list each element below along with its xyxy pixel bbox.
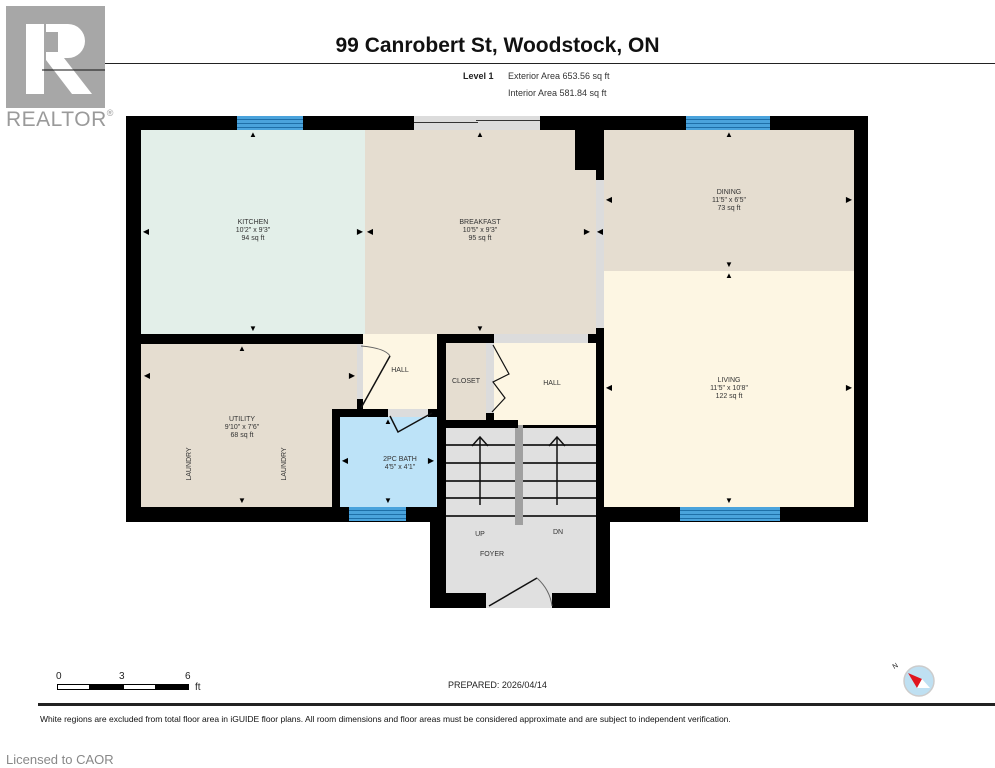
scale-segment — [156, 684, 189, 690]
dim-arrow-right-icon: ▶ — [427, 456, 435, 465]
scale-tick-6: 6 — [185, 671, 191, 682]
room-breakfast — [365, 130, 575, 334]
dim-arrow-up-icon: ▲ — [238, 344, 246, 353]
label-hall-right: HALL — [543, 380, 561, 387]
compass-icon — [903, 665, 935, 697]
dim-arrow-left-icon: ◀ — [366, 227, 374, 236]
room-hall-right — [494, 343, 596, 425]
room-living — [604, 271, 854, 507]
dim-arrow-right-icon: ▶ — [348, 371, 356, 380]
dim-arrow-left-icon: ◀ — [143, 371, 151, 380]
window-kitchen — [237, 116, 303, 130]
dim-arrow-up-icon: ▲ — [249, 130, 257, 139]
wall-bath-left — [332, 409, 340, 507]
stair-tread — [523, 497, 596, 499]
label-laundry-2: LAUNDRY — [281, 447, 288, 481]
front-door-opening — [486, 593, 552, 608]
dim-arrow-left-icon: ◀ — [596, 227, 604, 236]
window-bath — [349, 507, 406, 521]
wall-hall-closet — [437, 334, 446, 524]
wall-stub — [575, 130, 596, 170]
scale-tick-3: 3 — [119, 671, 125, 682]
dim-arrow-down-icon: ▼ — [238, 496, 246, 505]
dim-arrow-up-icon: ▲ — [725, 271, 733, 280]
scale-unit: ft — [195, 682, 201, 693]
utility-door-opening — [357, 344, 363, 399]
room-breakfast-ext — [575, 170, 596, 334]
scale-segment — [57, 684, 90, 690]
room-2pc-bath — [340, 417, 437, 507]
stair-divider — [515, 425, 523, 525]
dim-arrow-up-icon: ▲ — [476, 130, 484, 139]
hall-opening — [494, 334, 588, 343]
opening-breakfast-dining — [596, 180, 604, 328]
wall-hall-living — [596, 343, 604, 523]
dim-arrow-up-icon: ▲ — [384, 417, 392, 426]
room-closet — [446, 343, 486, 420]
dim-arrow-left-icon: ◀ — [605, 383, 613, 392]
page-title: 99 Canrobert St, Woodstock, ON — [335, 34, 660, 57]
label-laundry-1: LAUNDRY — [186, 447, 193, 481]
window-dining — [686, 116, 770, 130]
dim-arrow-down-icon: ▼ — [725, 260, 733, 269]
scale-segment — [123, 684, 156, 690]
bath-door-opening — [388, 409, 428, 417]
stair-tread — [446, 515, 515, 517]
interior-area: Interior Area 581.84 sq ft — [508, 88, 607, 98]
dim-arrow-right-icon: ▶ — [583, 227, 591, 236]
room-utility — [141, 344, 332, 507]
stair-tread — [523, 462, 596, 464]
label-closet: CLOSET — [451, 378, 480, 385]
stair-tread — [523, 480, 596, 482]
stair-tread — [523, 515, 596, 517]
dim-arrow-down-icon: ▼ — [249, 324, 257, 333]
header-rule — [105, 63, 995, 64]
sliding-door — [414, 116, 540, 130]
wall-stub-right — [588, 334, 604, 343]
realtor-wordmark: REALTOR® — [6, 108, 114, 131]
scale-segment — [90, 684, 123, 690]
dim-arrow-left-icon: ◀ — [341, 456, 349, 465]
dim-arrow-left-icon: ◀ — [605, 195, 613, 204]
label-foyer: FOYER — [479, 551, 505, 558]
label-up: UP — [475, 531, 485, 538]
level-label: Level 1 — [463, 71, 494, 81]
prepared-date: PREPARED: 2026/04/14 — [448, 680, 547, 690]
disclaimer: White regions are excluded from total fl… — [40, 714, 731, 724]
wall-bath-top — [332, 409, 388, 417]
wall-closet-top — [446, 334, 494, 343]
scale-tick-0: 0 — [56, 671, 62, 682]
dim-arrow-left-icon: ◀ — [142, 227, 150, 236]
dim-arrow-right-icon: ▶ — [845, 195, 853, 204]
label-dn: DN — [552, 529, 564, 536]
label-hall-left: HALL — [391, 367, 409, 374]
license-text: Licensed to CAOR — [6, 752, 114, 767]
wall-kitchen-utility — [141, 334, 363, 344]
dim-arrow-down-icon: ▼ — [725, 496, 733, 505]
realtor-logo — [6, 6, 105, 108]
dim-arrow-right-icon: ▶ — [356, 227, 364, 236]
room-hall-left — [363, 334, 438, 409]
dim-arrow-up-icon: ▲ — [725, 130, 733, 139]
footer-rule — [38, 703, 995, 706]
room-kitchen — [141, 130, 365, 334]
closet-door-opening — [486, 343, 494, 413]
dim-arrow-right-icon: ▶ — [845, 383, 853, 392]
dim-arrow-down-icon: ▼ — [476, 324, 484, 333]
realtor-r-icon — [26, 24, 105, 94]
room-utility-ext — [332, 344, 357, 409]
wall-closet-bottom — [446, 420, 518, 428]
room-dining — [604, 130, 854, 271]
window-living — [680, 507, 780, 521]
dim-arrow-down-icon: ▼ — [384, 496, 392, 505]
exterior-area: Exterior Area 653.56 sq ft — [508, 71, 610, 81]
stair-tread — [523, 444, 596, 446]
